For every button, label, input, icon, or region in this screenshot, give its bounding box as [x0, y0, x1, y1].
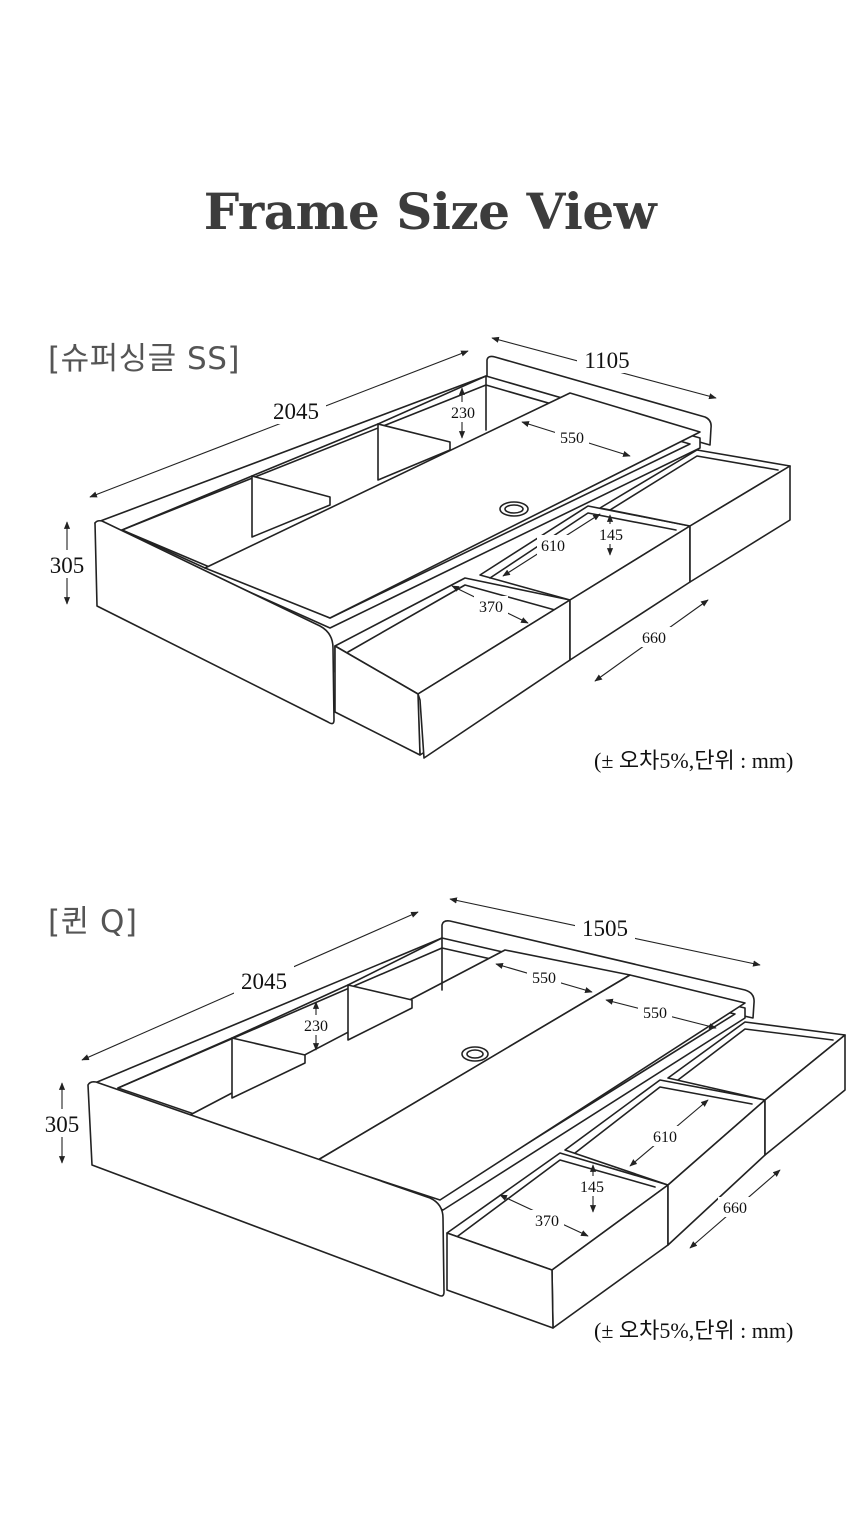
q-drawer-depth-label: 610 — [653, 1129, 677, 1146]
q-compartment-height-label: 230 — [304, 1018, 328, 1035]
ss-tolerance-note: (± 오차5%,단위 : mm) — [594, 748, 794, 773]
q-width-label: 1505 — [582, 916, 628, 941]
queen-diagram: 2045 1505 305 230 550 550 145 610 370 66… — [39, 897, 846, 1329]
q-height-label: 305 — [45, 1112, 80, 1137]
super-single-diagram: 2045 1105 305 230 550 145 610 370 660 — [44, 336, 791, 759]
q-lid-right-label: 550 — [643, 1005, 667, 1022]
ss-height-label: 305 — [50, 553, 85, 578]
ss-drawer-depth-label: 610 — [541, 538, 565, 555]
ss-drawer-width-label: 370 — [479, 599, 503, 616]
page-title: Frame Size View — [203, 182, 657, 241]
q-drawer-height-label: 145 — [580, 1179, 604, 1196]
ss-length-label: 2045 — [273, 399, 319, 424]
ss-compartment-height-label: 230 — [451, 405, 475, 422]
q-lid-left-label: 550 — [532, 970, 556, 987]
ss-width-label: 1105 — [584, 348, 629, 373]
ss-drawer-length-label: 660 — [642, 630, 666, 647]
queen-tolerance-note: (± 오차5%,단위 : mm) — [594, 1318, 794, 1343]
q-length-label: 2045 — [241, 969, 287, 994]
q-drawer-length-label: 660 — [723, 1200, 747, 1217]
ss-drawer-height-label: 145 — [599, 527, 623, 544]
ss-lid-width-label: 550 — [560, 430, 584, 447]
q-drawer-width-label: 370 — [535, 1213, 559, 1230]
